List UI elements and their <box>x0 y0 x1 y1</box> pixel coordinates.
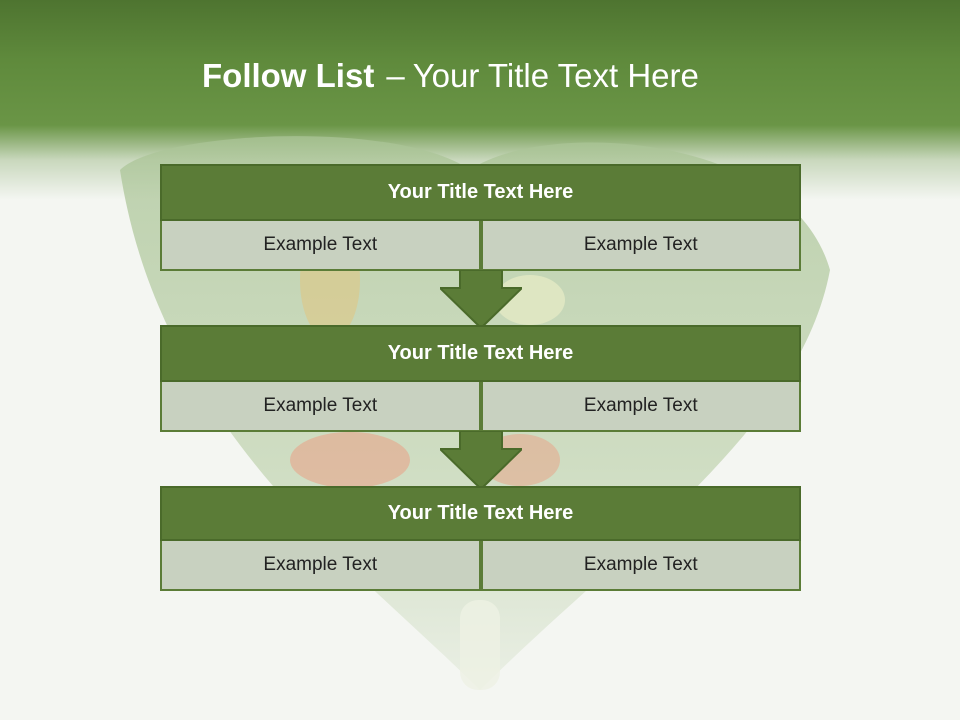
block-cell-right[interactable]: Example Text <box>480 221 801 271</box>
list-block-2: Your Title Text Here Example Text Exampl… <box>160 325 801 432</box>
block-cell-left[interactable]: Example Text <box>160 541 481 591</box>
slide-title-rest: Your Title Text Here <box>412 57 699 94</box>
block-cell-right[interactable]: Example Text <box>480 541 801 591</box>
block-cell-left[interactable]: Example Text <box>160 221 481 271</box>
block-title[interactable]: Your Title Text Here <box>160 325 801 382</box>
block-row: Example Text Example Text <box>160 541 801 591</box>
slide-title: Follow List–Your Title Text Here <box>202 56 699 96</box>
block-cell-left[interactable]: Example Text <box>160 382 481 432</box>
block-row: Example Text Example Text <box>160 221 801 271</box>
list-block-1: Your Title Text Here Example Text Exampl… <box>160 164 801 271</box>
list-block-3: Your Title Text Here Example Text Exampl… <box>160 486 801 591</box>
block-title[interactable]: Your Title Text Here <box>160 164 801 221</box>
block-row: Example Text Example Text <box>160 382 801 432</box>
down-arrow-icon <box>440 270 522 330</box>
down-arrow-icon <box>440 431 522 491</box>
slide-title-bold: Follow List <box>202 57 375 94</box>
block-title[interactable]: Your Title Text Here <box>160 486 801 541</box>
block-cell-right[interactable]: Example Text <box>480 382 801 432</box>
slide-title-separator: – <box>386 57 405 94</box>
